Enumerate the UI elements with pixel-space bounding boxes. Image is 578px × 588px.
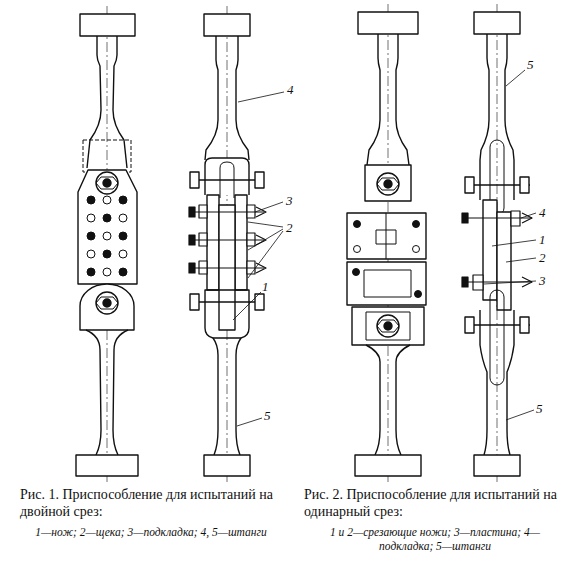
fig2-front [347,12,426,476]
parts-legend: 1 и 2—срезающие ножи; 3—пластина; 4—подк… [304,526,566,554]
fig1-side [189,14,284,476]
hole [87,268,95,276]
callout-number: 2 [286,221,293,234]
hole [87,232,95,240]
hole [103,196,111,204]
hole [87,250,95,258]
callout-number: 1 [539,233,546,246]
hole [103,268,111,276]
callout-number: 4 [539,206,546,219]
hole [103,250,111,258]
figure-caption: Рис. 2. Приспособление для испытаний на … [304,487,566,521]
figure-caption: Рис. 1. Приспособление для испытаний на … [20,487,282,521]
callout-number: 5 [536,402,543,415]
callout-number: 5 [264,409,271,422]
callout-number: 3 [286,194,293,207]
hole [87,214,95,222]
hole [119,232,127,240]
callout-number: 4 [287,83,294,96]
hole [87,196,95,204]
hole [119,196,127,204]
callout-number: 2 [539,251,546,264]
hole [103,214,111,222]
hole [103,232,111,240]
hole [119,250,127,258]
fig1-front [76,14,138,476]
callout-number: 3 [539,274,546,287]
callout-number: 1 [262,280,269,293]
hole [119,268,127,276]
fig2-side [462,12,536,476]
hole [119,214,127,222]
callout-number: 5 [527,58,534,71]
parts-legend: 1—нож; 2—щека; 3—подкладка; 4, 5—штанги [20,526,282,540]
